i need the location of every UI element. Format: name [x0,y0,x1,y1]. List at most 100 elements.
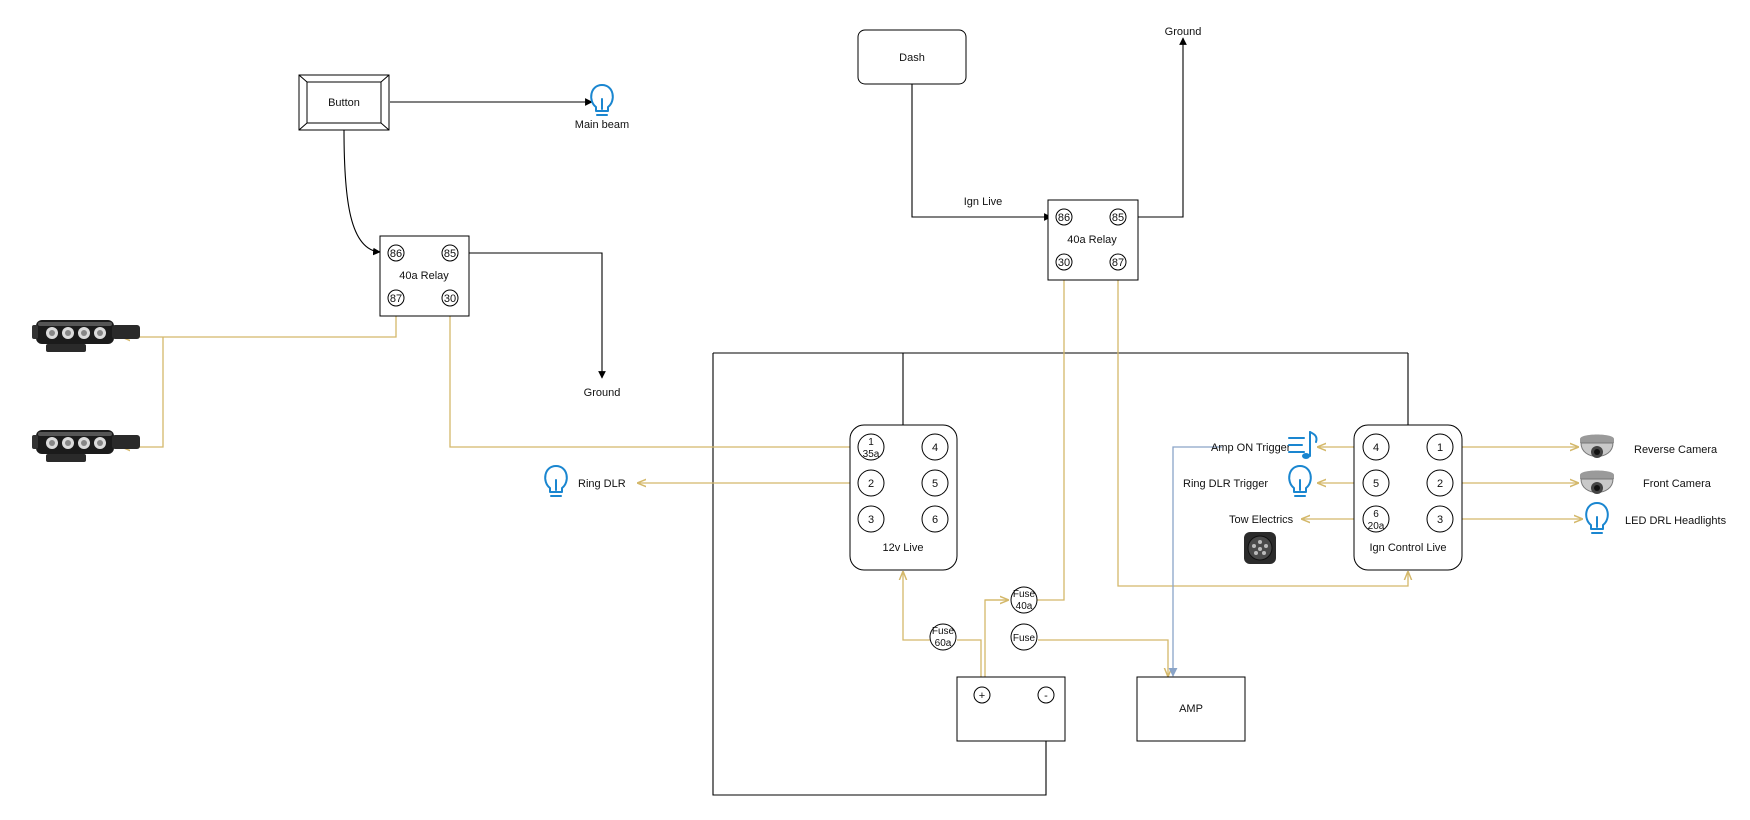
power-wires [122,279,1582,695]
block-12v-label: 12v Live [883,542,924,554]
svg-text:Fuse: Fuse [1013,589,1036,600]
svg-text:60a: 60a [935,638,952,649]
svg-text:Fuse: Fuse [1013,633,1036,644]
block-ign-pin-4 [1362,433,1390,461]
block-ign-pin-1 [1426,433,1454,461]
relay-left-pin-86 [387,244,405,262]
block-12v-pin-3 [857,505,885,533]
fuse-block-ign-box [1353,424,1463,571]
block-12v-pin-2 [857,469,885,497]
front-camera-label: Front Camera [1643,478,1712,490]
block-ign-pin-2 [1426,469,1454,497]
svg-text:3: 3 [868,514,874,526]
lightbulb-icon [1585,502,1609,534]
svg-text:5: 5 [932,478,938,490]
fuse-block-12v: 1 35a 4 2 5 3 6 12v Live [849,424,958,571]
wire-frame-to-battery-minus [712,353,1050,796]
wire-dash-to-relay-86 [911,83,1052,221]
block-ign-pin-5 [1362,469,1390,497]
wire-relay-85-to-ground [449,252,606,379]
wire-relay-30-to-fuse-40a [1036,279,1065,601]
led-drl-label: LED DRL Headlights [1625,515,1727,527]
button-label: Button [328,97,360,109]
ring-dlr-label: Ring DLR [578,478,626,490]
svg-text:3: 3 [1437,514,1443,526]
amp-label: AMP [1179,703,1203,715]
lightbulb-icon [544,465,568,497]
wire-to-lightbar-bottom [122,337,164,447]
reverse-camera-label: Reverse Camera [1634,444,1718,456]
fuse-block-ign: 4 1 5 2 6 20a 3 Ign Control Live [1353,424,1463,571]
svg-text:6: 6 [932,514,938,526]
ground-left-label: Ground [584,387,621,399]
svg-text:5: 5 [1373,478,1379,490]
svg-text:87: 87 [1112,257,1124,269]
svg-text:35a: 35a [863,449,880,460]
led-light-bar-icon [32,430,140,462]
relay-right-pin-30 [1055,253,1073,271]
battery-plus-terminal [973,686,991,704]
fuse-60a: Fuse 60a [929,623,957,651]
amp-box [1136,676,1246,742]
block-ign-label: Ign Control Live [1369,542,1446,554]
svg-text:1: 1 [1437,442,1443,454]
led-light-bar-icon [32,320,140,352]
wire-relay-87-to-lightbar-top [122,308,397,337]
ring-dlr-trigger-label: Ring DLR Trigger [1183,478,1268,490]
music-note-icon [1288,431,1318,459]
relay-right: 86 85 40a Relay 30 87 [1047,199,1139,281]
dash-label: Dash [899,52,925,64]
lightbulb-icon [590,84,614,116]
svg-text:40a: 40a [1016,601,1033,612]
svg-text:2: 2 [1437,478,1443,490]
wire-fuse-60a-to-12v-block [903,572,930,641]
block-12v-pin-1 [857,433,885,461]
fuse-amp: Fuse [1010,623,1038,651]
svg-text:86: 86 [390,248,402,260]
svg-text:30: 30 [1058,257,1070,269]
ground-top-label: Ground [1165,26,1202,38]
relay-right-pin-85 [1109,208,1127,226]
svg-text:+: + [979,690,985,702]
svg-text:2: 2 [868,478,874,490]
battery-minus-terminal [1037,686,1055,704]
wire-fuse-to-amp [1038,639,1168,676]
svg-text:85: 85 [444,248,456,260]
button-component: Button [298,74,390,131]
svg-text:4: 4 [932,442,938,454]
svg-text:86: 86 [1058,212,1070,224]
svg-text:4: 4 [1373,442,1379,454]
battery-box [956,676,1066,742]
svg-text:6: 6 [1373,509,1379,520]
dome-camera-icon [1580,470,1614,494]
wire-relay-85-to-ground [1118,37,1187,218]
block-ign-pin-3 [1426,505,1454,533]
dash-box [857,29,967,85]
tow-electrics-label: Tow Electrics [1229,514,1294,526]
black-wires [343,37,1409,796]
button-inner-frame [306,81,382,124]
svg-text:20a: 20a [1368,521,1385,532]
block-ign-pin-6 [1362,505,1390,533]
svg-text:1: 1 [868,437,874,448]
relay-left-label: 40a Relay [399,270,449,282]
svg-text:30: 30 [444,293,456,305]
ign-live-label: Ign Live [964,196,1003,208]
relay-right-label: 40a Relay [1067,234,1117,246]
main-beam-label: Main beam [575,119,629,131]
lightbulb-icon [1288,465,1312,497]
block-12v-pin-4 [921,433,949,461]
tow-socket-icon [1244,532,1276,564]
amp-on-trigger-label: Amp ON Trigger [1211,442,1291,454]
wire-amp-trigger-to-amp [1168,446,1222,677]
relay-left-pin-87 [387,289,405,307]
block-12v-pin-5 [921,469,949,497]
svg-text:-: - [1044,690,1048,702]
fuse-40a: Fuse 40a [1010,586,1038,614]
relay-left: 86 85 40a Relay 87 30 [379,235,470,317]
fuse-block-12v-box [849,424,958,571]
svg-text:87: 87 [390,293,402,305]
relay-right-pin-87 [1109,253,1127,271]
svg-text:85: 85 [1112,212,1124,224]
